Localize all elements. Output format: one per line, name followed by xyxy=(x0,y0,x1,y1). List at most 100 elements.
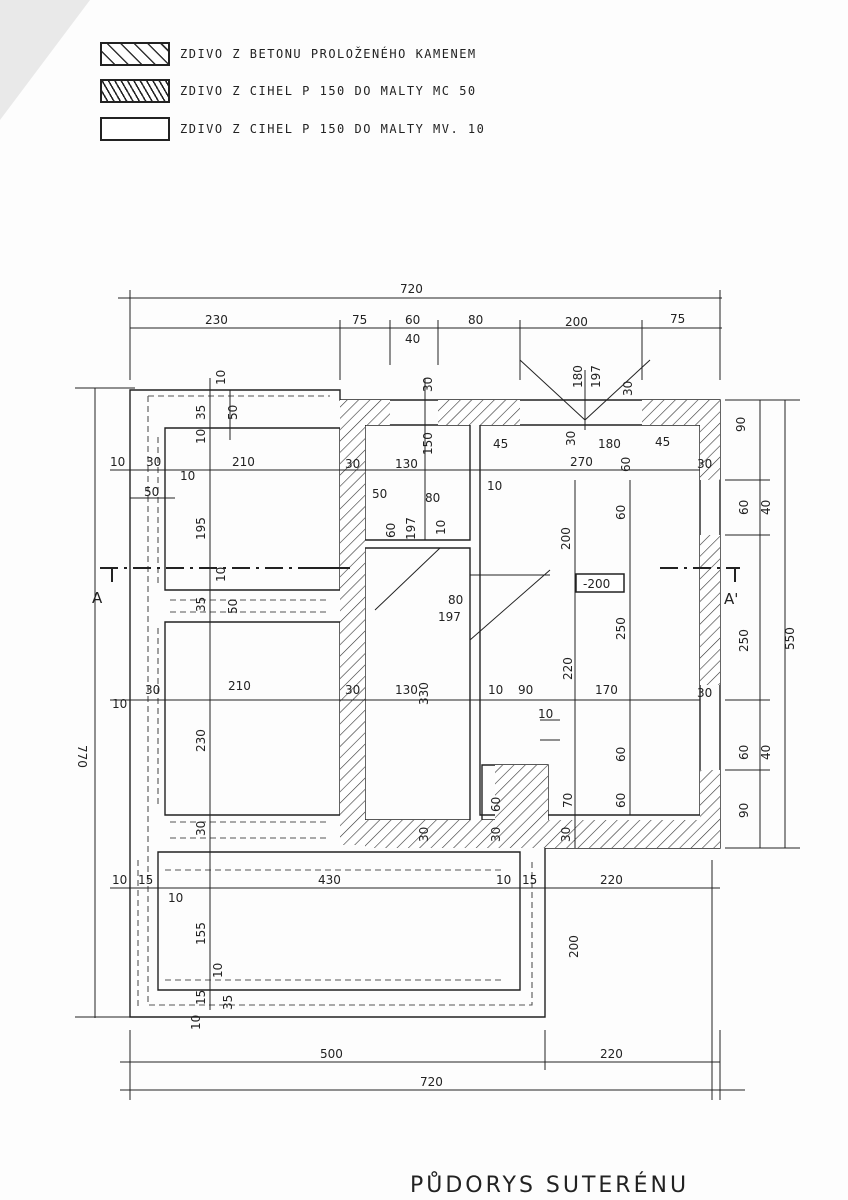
dim-label: 90 xyxy=(518,683,533,697)
dim-label: 10 xyxy=(211,963,225,978)
dim-label: 50 xyxy=(144,485,159,499)
dim-label: 80 xyxy=(468,313,483,327)
legend-label-brick-mc: ZDIVO Z CIHEL P 150 DO MALTY MC 50 xyxy=(180,84,477,98)
dim-label: 180 xyxy=(571,365,585,388)
dim-label: 10 xyxy=(112,697,127,711)
dim-label: 60 xyxy=(614,505,628,520)
dim-label: 15 xyxy=(522,873,537,887)
dim-label: 197 xyxy=(589,365,603,388)
dim-label: 90 xyxy=(734,417,748,432)
dim-label: 195 xyxy=(194,517,208,540)
scan-corner-shadow xyxy=(0,0,90,120)
dim-label: 10 xyxy=(538,707,553,721)
dim-label: 90 xyxy=(737,803,751,818)
dim-label: 60 xyxy=(614,793,628,808)
legend-row-brick-mc: ZDIVO Z CIHEL P 150 DO MALTY MC 50 xyxy=(100,77,477,105)
dim-label: 30 xyxy=(194,821,208,836)
dim-label: 30 xyxy=(559,827,573,842)
dim-label: 50 xyxy=(372,487,387,501)
dim-label: 220 xyxy=(600,1047,623,1061)
dim-label: 75 xyxy=(352,313,367,327)
dim-label: 10 xyxy=(168,891,183,905)
foundation-dashed-lines xyxy=(137,395,533,1010)
dim-label: 80 xyxy=(448,593,463,607)
dim-label: 330 xyxy=(417,682,431,705)
legend-swatch-stone xyxy=(100,42,170,66)
dim-label: 15 xyxy=(194,990,208,1005)
dim-label: 30 xyxy=(489,827,503,842)
dim-label: 75 xyxy=(670,312,685,326)
dim-label: 60 xyxy=(737,745,751,760)
dim-label: 30 xyxy=(417,827,431,842)
dim-label: 155 xyxy=(194,922,208,945)
dim-label: 10 xyxy=(112,873,127,887)
dim-label: 130 xyxy=(395,457,418,471)
legend-swatch-brick-mv xyxy=(100,117,170,141)
dim-label: 70 xyxy=(561,793,575,808)
dim-label: 200 xyxy=(559,527,573,550)
dim-label: 230 xyxy=(205,313,228,327)
legend-label-brick-mv: ZDIVO Z CIHEL P 150 DO MALTY MV. 10 xyxy=(180,122,486,136)
dim-label: 60 xyxy=(614,747,628,762)
dim-label: 30 xyxy=(145,683,160,697)
dim-label: 30 xyxy=(345,457,360,471)
dim-label: 10 xyxy=(488,683,503,697)
legend-label-stone: ZDIVO Z BETONU PROLOŽENÉHO KAMENEM xyxy=(180,47,477,61)
dim-label: 220 xyxy=(561,657,575,680)
dim-label: 430 xyxy=(318,873,341,887)
dim-label: 200 xyxy=(567,935,581,958)
dim-label: 250 xyxy=(737,629,751,652)
dim-label: 30 xyxy=(345,683,360,697)
dim-label: 60 xyxy=(619,457,633,472)
dim-label: 35 xyxy=(194,597,208,612)
legend-row-brick-mv: ZDIVO Z CIHEL P 150 DO MALTY MV. 10 xyxy=(100,115,485,143)
drawing-title: PŮDORYS SUTERÉNU xyxy=(410,1171,689,1198)
dim-label: 35 xyxy=(194,405,208,420)
hatched-walls xyxy=(340,400,720,848)
level-mark-box xyxy=(575,573,625,593)
dim-label: 15 xyxy=(138,873,153,887)
dim-label: 180 xyxy=(598,437,621,451)
dim-label: 40 xyxy=(759,500,773,515)
section-line xyxy=(100,567,740,582)
dim-label: 200 xyxy=(565,315,588,329)
legend-row-stone: ZDIVO Z BETONU PROLOŽENÉHO KAMENEM xyxy=(100,40,477,68)
dim-label: 210 xyxy=(232,455,255,469)
dim-label: 130 xyxy=(395,683,418,697)
dim-label: 770 xyxy=(75,745,89,768)
dim-label: 250 xyxy=(614,617,628,640)
dim-label: 270 xyxy=(570,455,593,469)
dimension-lines xyxy=(75,290,800,1100)
dim-label: 40 xyxy=(405,332,420,346)
dim-label: 210 xyxy=(228,679,251,693)
level-mark: -200 xyxy=(583,577,610,591)
dim-label: 10 xyxy=(214,567,228,582)
dim-label: 35 xyxy=(221,995,235,1010)
dim-label: 10 xyxy=(189,1015,203,1030)
dim-label: 30 xyxy=(421,377,435,392)
dim-label: 197 xyxy=(438,610,461,624)
dim-label: 80 xyxy=(425,491,440,505)
dim-label: 10 xyxy=(110,455,125,469)
dim-label: 30 xyxy=(621,381,635,396)
dim-label: 220 xyxy=(600,873,623,887)
dim-label: 197 xyxy=(404,517,418,540)
dim-label: 30 xyxy=(564,431,578,446)
dim-label: 30 xyxy=(697,686,712,700)
dim-label: 10 xyxy=(194,429,208,444)
dim-label: 150 xyxy=(421,432,435,455)
dim-label: 60 xyxy=(489,797,503,812)
legend-swatch-brick-mc xyxy=(100,79,170,103)
dim-label: 10 xyxy=(180,469,195,483)
dim-label: 720 xyxy=(420,1075,443,1089)
dim-label: 30 xyxy=(697,457,712,471)
dim-label: 30 xyxy=(146,455,161,469)
dim-label: 10 xyxy=(487,479,502,493)
dim-label: 10 xyxy=(214,370,228,385)
dim-label: 60 xyxy=(384,523,398,538)
section-mark-right: A' xyxy=(724,590,738,608)
dim-label: 550 xyxy=(783,627,797,650)
dim-label: 10 xyxy=(496,873,511,887)
dim-label: 10 xyxy=(434,520,448,535)
